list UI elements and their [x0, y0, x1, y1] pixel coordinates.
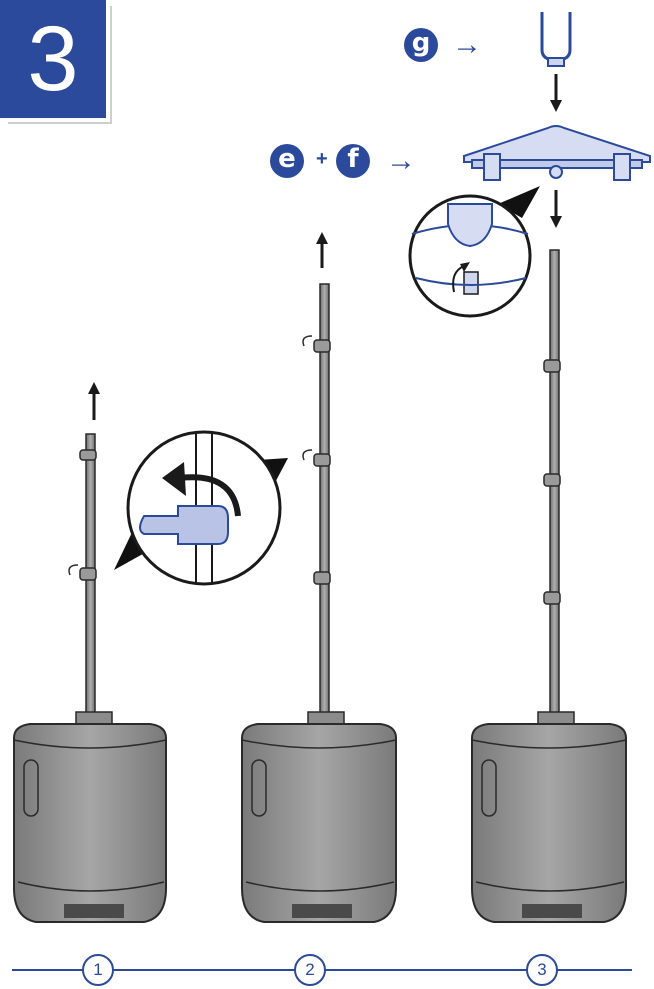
part-e-label: e: [270, 144, 304, 178]
badge-box: [0, 0, 106, 118]
stage-label-1: 1: [82, 954, 114, 986]
arrow-right-icon: →: [452, 28, 482, 61]
plus-sign: +: [316, 148, 328, 170]
steamer-unit-3: [408, 12, 651, 923]
part-g-label: g: [404, 28, 438, 62]
step-number-badge: 3: [0, 0, 112, 124]
badge-shadow-frame: [8, 6, 112, 124]
stage-label-3: 3: [526, 954, 558, 986]
step-number: 3: [27, 8, 79, 110]
part-f-label: f: [336, 144, 370, 178]
steamer-unit-2: [241, 232, 397, 923]
stage-label-2: 2: [294, 954, 326, 986]
steamer-unit-1: [13, 382, 167, 923]
arrow-right-icon: →: [386, 144, 416, 177]
clip-zoom-callout: [114, 430, 288, 586]
